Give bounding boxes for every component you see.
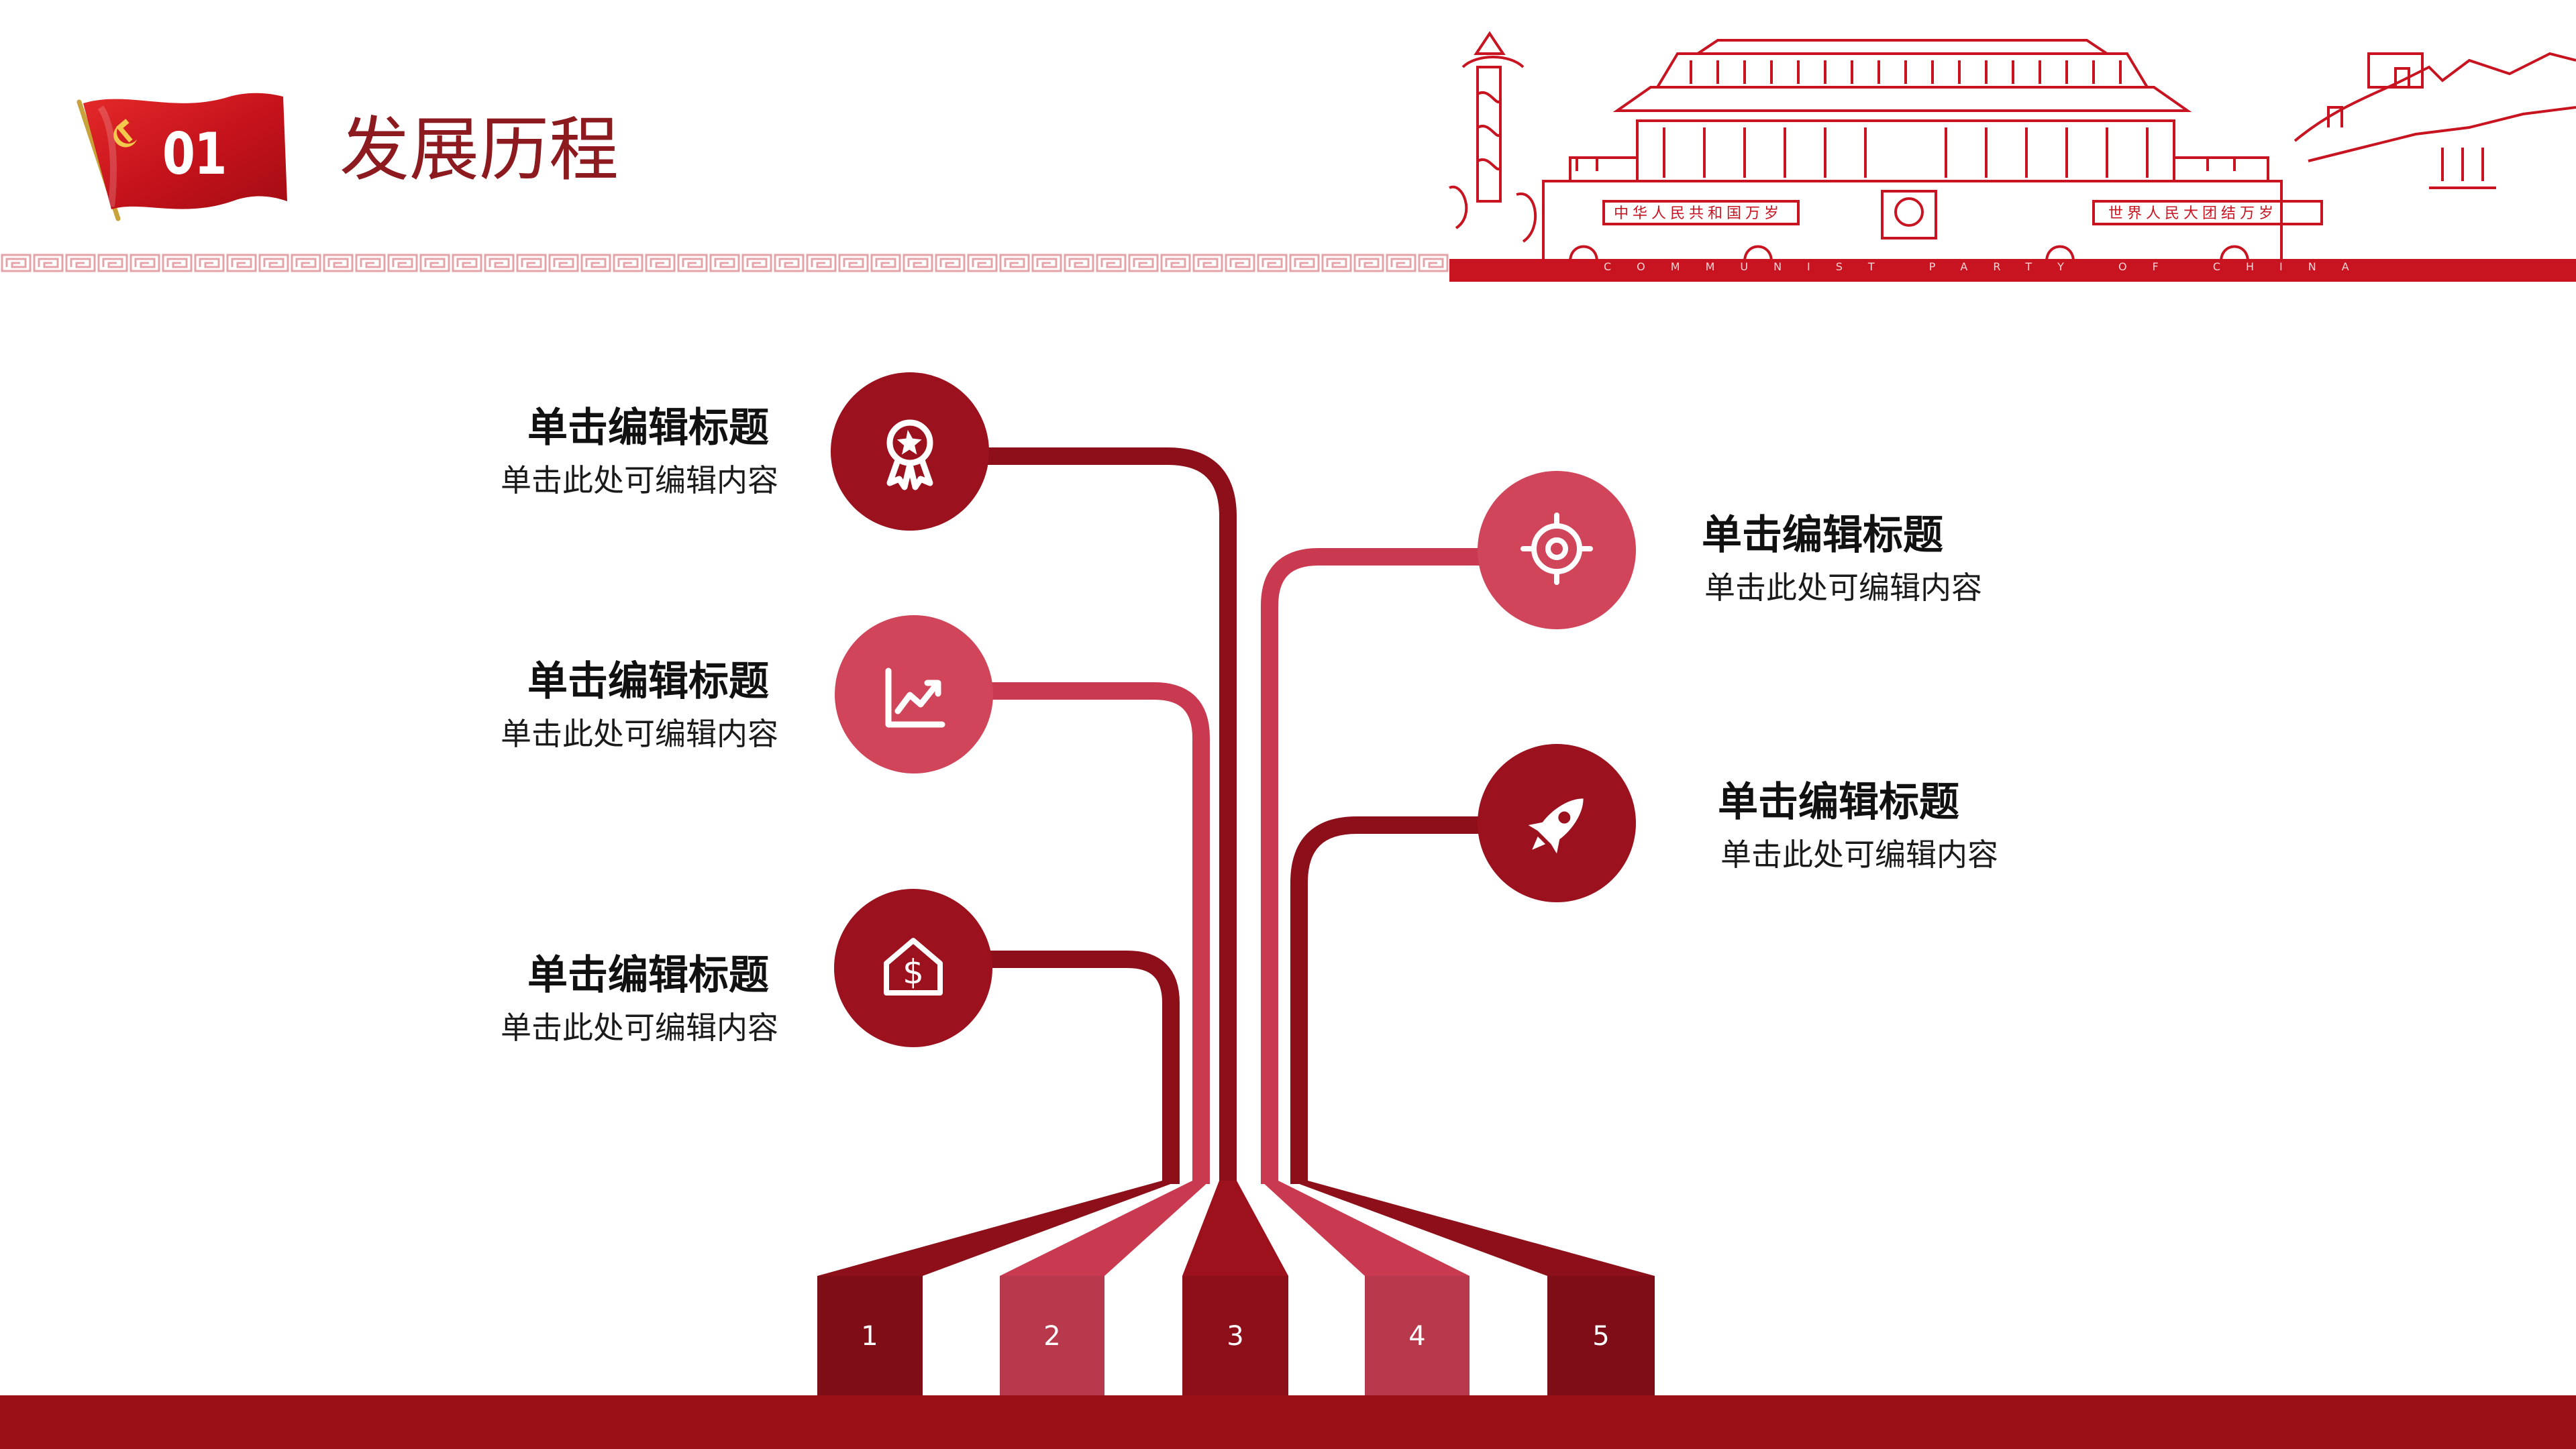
svg-text:$: $ [903, 953, 924, 991]
item-2-title[interactable]: 单击编辑标题 [527, 658, 769, 705]
page-title: 发展历程 [340, 109, 619, 191]
pattern-border [0, 250, 1449, 276]
column-label-1: 1 [861, 1321, 878, 1352]
rocket-icon [1528, 798, 1584, 854]
item-1-title[interactable]: 单击编辑标题 [527, 405, 769, 451]
item-3-text[interactable]: 单击此处可编辑内容 [501, 1010, 778, 1046]
ribbon-2 [1000, 1181, 1210, 1276]
item-1-text[interactable]: 单击此处可编辑内容 [501, 462, 778, 498]
footer-band [0, 1395, 2576, 1449]
milestone-circle-2 [835, 615, 993, 773]
house-dollar-icon: $ [884, 938, 943, 996]
slogan-left: 中华人民共和国万岁 [1614, 205, 1783, 222]
column-label-2: 2 [1043, 1321, 1061, 1352]
item-2-text[interactable]: 单击此处可编辑内容 [501, 716, 778, 752]
slogan-right: 世界人民大团结万岁 [2108, 205, 2277, 222]
column-label-5: 5 [1592, 1321, 1610, 1352]
column-bar-4 [1365, 1276, 1470, 1397]
milestone-circle-1 [831, 372, 989, 531]
trend-chart-icon [885, 667, 945, 728]
section-number: 01 [162, 121, 227, 188]
item-3-title[interactable]: 单击编辑标题 [527, 952, 769, 999]
connector-line-4 [1261, 548, 1557, 1184]
party-flag-icon [76, 93, 287, 221]
milestone-circle-4 [1478, 471, 1636, 629]
milestone-circle-3 [834, 889, 992, 1047]
ribbon-1 [817, 1181, 1180, 1276]
item-4-title[interactable]: 单击编辑标题 [1702, 512, 1943, 559]
banner-caption: COMMUNIST PARTY OF CHINA [1604, 260, 2375, 273]
column-bar-1 [817, 1276, 923, 1397]
ribbon-5 [1290, 1181, 1655, 1276]
connector-line-1 [906, 447, 1237, 1184]
column-label-4: 4 [1408, 1321, 1426, 1352]
column-label-3: 3 [1227, 1321, 1244, 1352]
award-ribbon-icon [886, 419, 933, 490]
tiananmen-banner: 中华人民共和国万岁 世界人民大团结万岁 [1449, 31, 2576, 282]
item-5-text[interactable]: 单击此处可编辑内容 [1720, 837, 1998, 873]
connector-line-2 [906, 682, 1210, 1184]
column-bar-3 [1182, 1276, 1288, 1397]
target-icon [1521, 513, 1593, 585]
ribbon-3 [1182, 1181, 1288, 1276]
connector-line-3 [906, 951, 1180, 1184]
connector-line-5 [1290, 816, 1557, 1184]
column-bar-5 [1547, 1276, 1655, 1397]
ribbon-4 [1261, 1181, 1470, 1276]
column-bar-2 [1000, 1276, 1104, 1397]
item-5-title[interactable]: 单击编辑标题 [1718, 779, 1959, 826]
item-4-text[interactable]: 单击此处可编辑内容 [1704, 570, 1982, 606]
